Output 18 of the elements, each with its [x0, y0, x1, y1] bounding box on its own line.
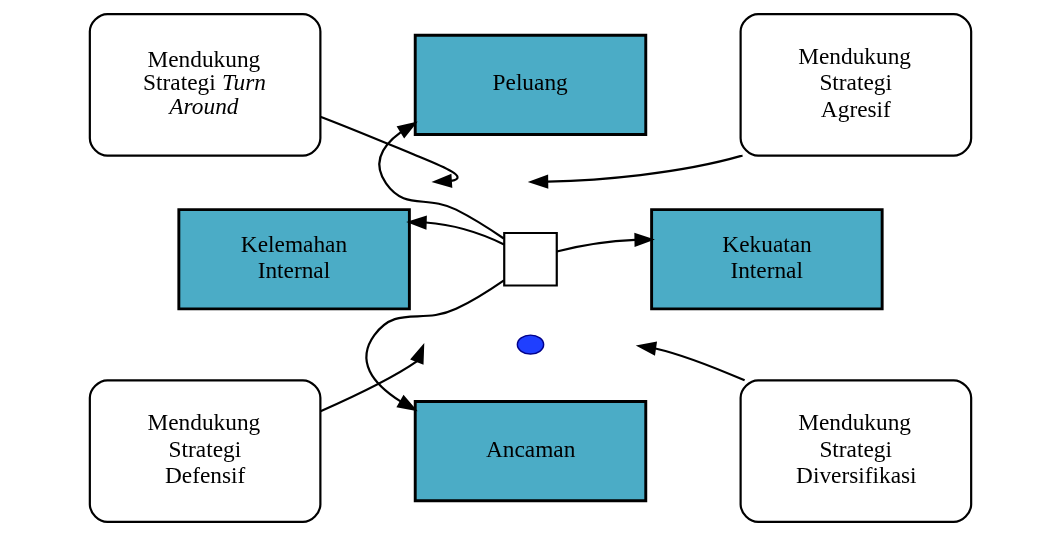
node-circle — [516, 334, 545, 355]
arrow — [635, 341, 746, 382]
node-box: Peluang — [413, 33, 648, 136]
node-box: Mendukung Strategi Diversifikasi — [739, 379, 973, 523]
node-box: Kelemahan Internal — [177, 208, 411, 311]
node-box: Mendukung Strategi Defensif — [88, 379, 322, 523]
arrow — [320, 342, 425, 413]
arrow — [556, 232, 655, 253]
arrow — [406, 215, 505, 246]
arrow — [365, 279, 505, 412]
arrow — [527, 154, 744, 189]
arrow — [320, 115, 459, 188]
node-box: Mendukung Strategi Agresif — [739, 13, 973, 157]
node-box — [503, 231, 558, 287]
arrow — [378, 121, 505, 240]
node-box: Ancaman — [413, 400, 648, 503]
node-box: Mendukung Strategi Turn Around — [88, 13, 322, 157]
node-box: Kekuatan Internal — [650, 208, 884, 311]
